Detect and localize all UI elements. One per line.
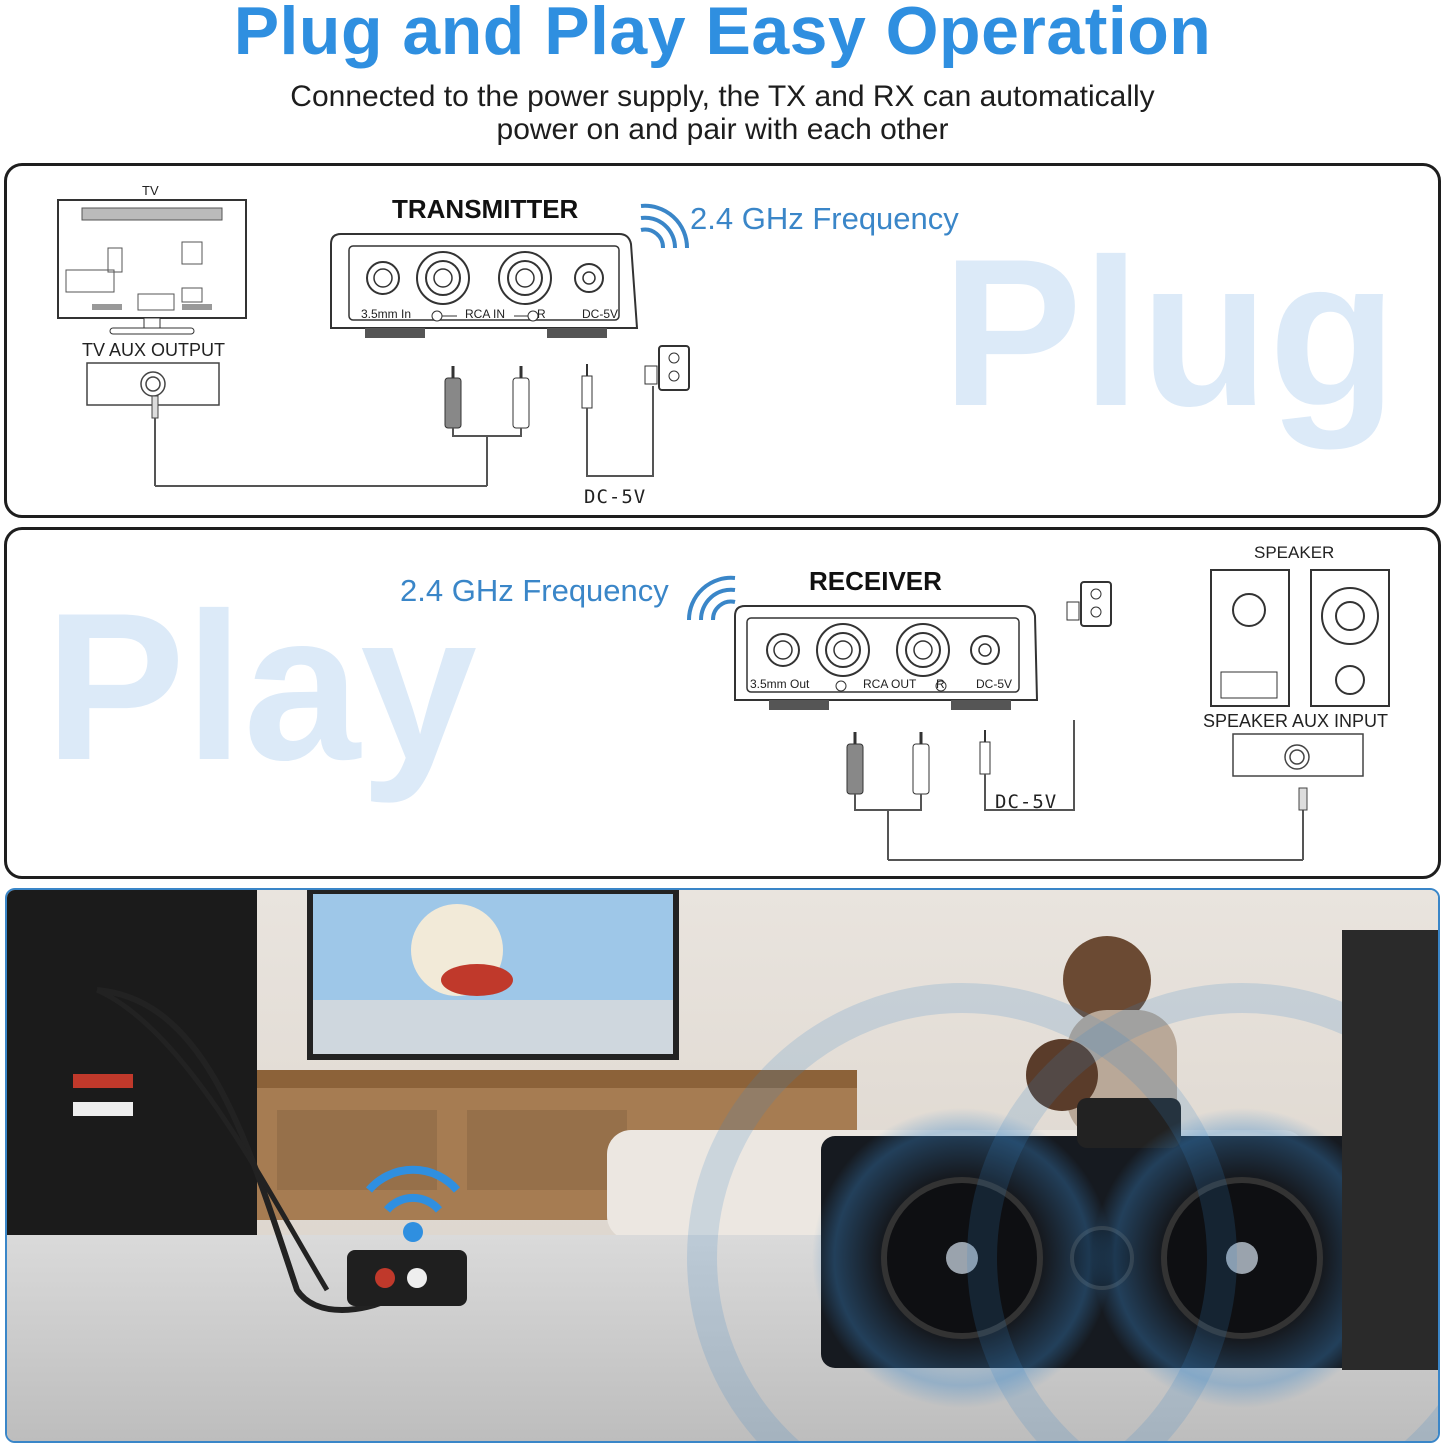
power-outlet-icon — [644, 345, 690, 391]
speaker-aux-jack-box — [1232, 733, 1364, 777]
receiver-title: RECEIVER — [809, 566, 942, 596]
rx-frequency-label: 2.4 GHz Frequency — [400, 573, 669, 608]
tx-port-r-label: R — [537, 307, 546, 321]
tx-dc-cable-label: DC-5V — [584, 486, 647, 508]
rx-port-rca-label: RCA OUT — [863, 677, 917, 691]
wireless-signal-icon — [640, 203, 689, 249]
speaker-illustration — [1210, 569, 1390, 707]
wireless-signal-icon — [687, 575, 736, 621]
rx-port-35mm-label: 3.5mm Out — [750, 677, 810, 691]
living-room-scene — [7, 890, 1438, 1441]
rx-cables — [846, 720, 1308, 861]
transmitter-title: TRANSMITTER — [392, 194, 579, 224]
transmitter-device — [330, 233, 639, 338]
play-panel: Play 2.4 GHz Frequency RECEIVER 3.5mm Ou… — [4, 527, 1441, 879]
play-watermark: Play — [45, 569, 477, 804]
tx-port-rca-label: RCA IN — [465, 307, 506, 321]
speaker-label: SPEAKER — [1254, 543, 1335, 562]
subtitle-line-2: power on and pair with each other — [496, 113, 949, 146]
speaker-aux-input-label: SPEAKER AUX INPUT — [1203, 711, 1389, 731]
tx-port-dc-label: DC-5V — [582, 307, 619, 321]
tv-back-illustration — [57, 199, 247, 335]
lifestyle-photo — [5, 888, 1440, 1443]
subtitle-line-1: Connected to the power supply, the TX an… — [290, 80, 1155, 113]
tv-label: TV — [142, 183, 159, 198]
tv-aux-output-label: TV AUX OUTPUT — [82, 340, 226, 360]
receiver-device — [734, 605, 1039, 710]
tx-port-35mm-label: 3.5mm In — [361, 307, 412, 321]
rx-port-r-label: R — [936, 677, 945, 691]
page-title: Plug and Play Easy Operation — [233, 0, 1212, 69]
plug-panel: Plug TV TV AUX OUTPUT TRANSMITTER — [4, 163, 1441, 518]
tx-cables — [151, 364, 654, 487]
tx-frequency-label: 2.4 GHz Frequency — [690, 201, 959, 236]
power-outlet-icon — [1066, 581, 1112, 627]
rx-dc-cable-label: DC-5V — [995, 791, 1058, 813]
plug-watermark: Plug — [942, 215, 1397, 450]
rx-port-dc-label: DC-5V — [976, 677, 1013, 691]
